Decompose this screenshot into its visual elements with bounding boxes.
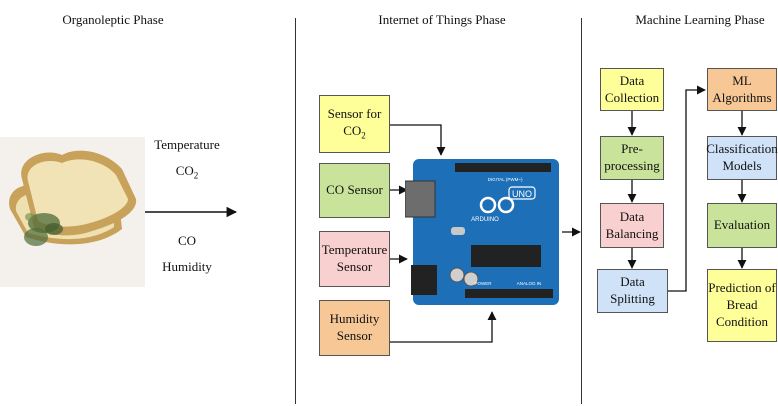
arduino-board-image: ARDUINO UNO DIGITAL (PWM~) ANALOG IN POW… xyxy=(405,159,559,305)
phase-title-iot: Internet of Things Phase xyxy=(378,12,506,27)
board-model: UNO xyxy=(512,189,532,199)
sensor-co2: Sensor for CO2 xyxy=(319,95,390,153)
divider-right xyxy=(581,18,582,404)
gas-co: CO xyxy=(177,233,197,248)
gas-co2: CO2 xyxy=(175,163,199,181)
sensor-temperature: Temperature Sensor xyxy=(319,231,390,287)
phase-title-organoleptic: Organoleptic Phase xyxy=(62,12,164,27)
sensor-co: CO Sensor xyxy=(319,163,390,218)
board-power-label: POWER xyxy=(474,281,492,286)
board-brand: ARDUINO xyxy=(471,217,499,223)
bread-image xyxy=(0,137,145,287)
divider-left xyxy=(295,18,296,404)
board-digital-label: DIGITAL (PWM~) xyxy=(488,177,523,182)
board-analog-label: ANALOG IN xyxy=(517,281,542,286)
sensor-humidity: Humidity Sensor xyxy=(319,300,390,356)
gas-temperature: Temperature xyxy=(154,137,220,152)
ml-preprocessing: Pre-processing xyxy=(600,136,664,180)
ml-evaluation: Evaluation xyxy=(707,203,777,248)
phase-title-ml: Machine Learning Phase xyxy=(635,12,765,27)
ml-data-splitting: Data Splitting xyxy=(597,269,668,313)
gas-humidity: Humidity xyxy=(162,259,212,274)
